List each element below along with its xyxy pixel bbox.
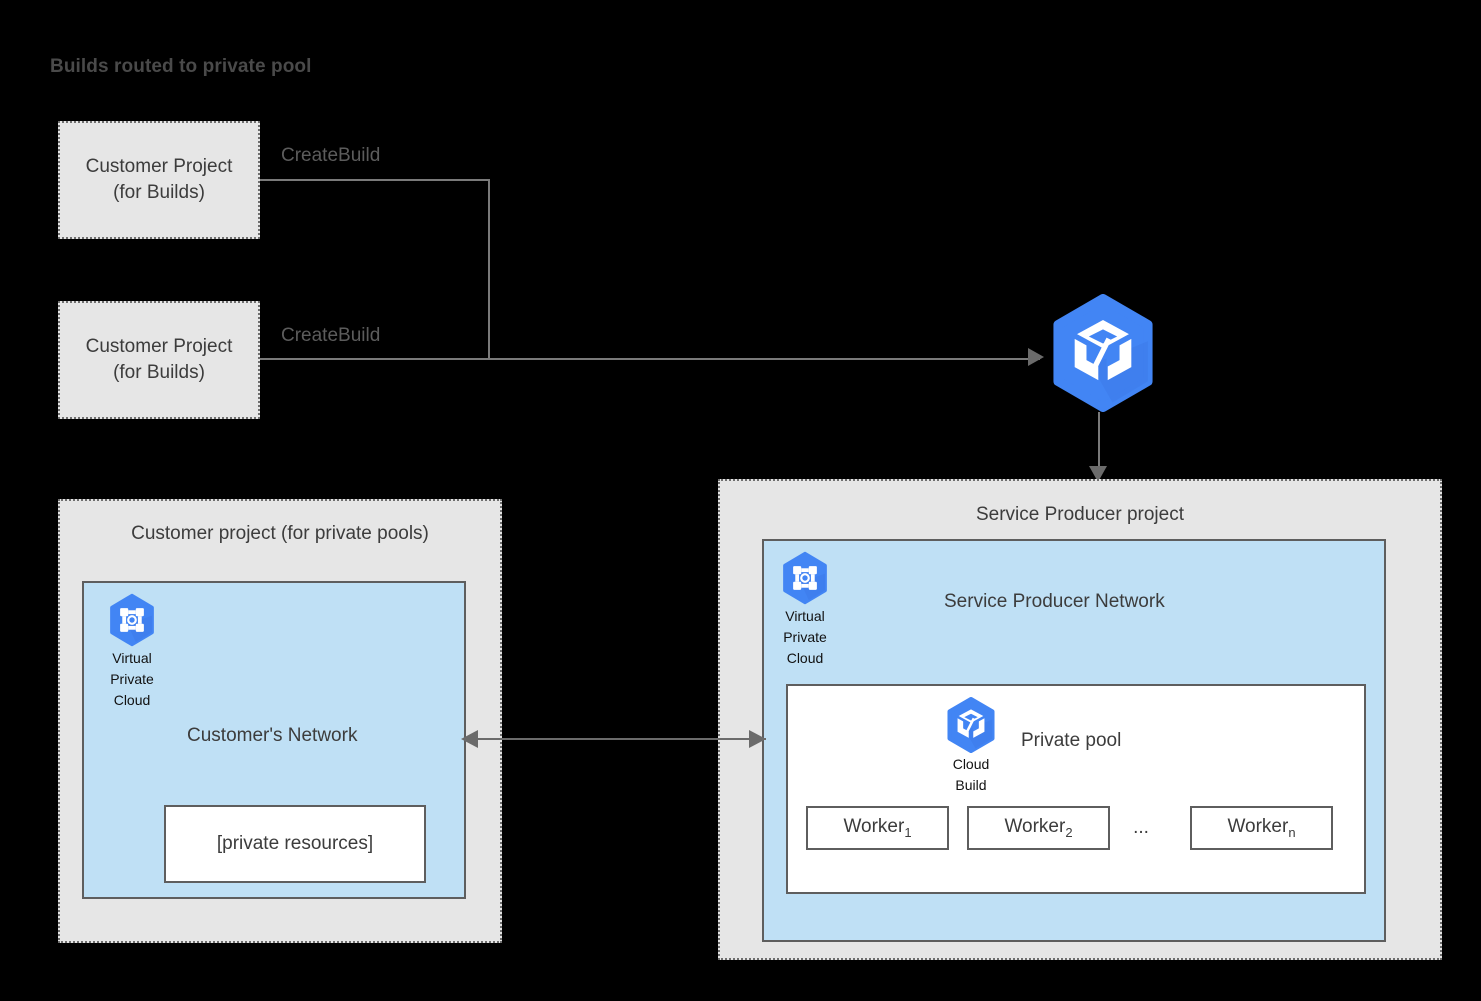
worker-2-label: Worker [1004, 816, 1066, 838]
worker-list: Worker1 Worker2 ... Workern [806, 806, 1354, 850]
connector-networks-peering [478, 738, 766, 740]
customers-network-box: Virtual Private Cloud Customer's Network… [82, 581, 466, 899]
private-resources-box[interactable]: [private resources] [164, 805, 426, 883]
cloud-build-icon [1044, 294, 1162, 412]
virtual-private-cloud-icon [783, 551, 827, 605]
createbuild-edge-label-2: CreateBuild [281, 325, 381, 346]
worker-ellipsis: ... [1133, 817, 1149, 838]
customer-vpc-group: Virtual Private Cloud [96, 593, 168, 711]
cloud-build-caption: Cloud Build [952, 756, 990, 793]
customer-private-pools-project-panel: Customer project (for private pools) [58, 499, 502, 943]
worker-n-subscript: n [1288, 824, 1296, 840]
customer-build-project-2-label: Customer Project (for Builds) [85, 336, 233, 383]
page-title: Builds routed to private pool [50, 56, 312, 77]
arrowhead-right-icon [749, 730, 766, 748]
customers-network-title: Customer's Network [187, 725, 358, 746]
connector-createbuild-2-horizontal [260, 358, 1040, 360]
worker-2-subscript: 2 [1065, 824, 1073, 840]
service-producer-network-box: Virtual Private Cloud Service Producer N… [762, 539, 1386, 942]
virtual-private-cloud-icon [110, 593, 154, 647]
customer-build-project-1-label: Customer Project (for Builds) [85, 156, 233, 203]
connector-cloud-build-to-producer [1098, 412, 1100, 472]
arrowhead-left-icon [461, 730, 478, 748]
createbuild-edge-label-1: CreateBuild [281, 145, 381, 166]
worker-box-n[interactable]: Workern [1190, 806, 1333, 850]
worker-1-subscript: 1 [904, 824, 912, 840]
customer-project-title: Customer project (for private pools) [131, 523, 429, 544]
private-pool-box: Cloud Build Private pool Worker1 Worker2… [786, 684, 1366, 894]
service-producer-network-title: Service Producer Network [944, 591, 1165, 612]
worker-box-1[interactable]: Worker1 [806, 806, 949, 850]
worker-box-2[interactable]: Worker2 [967, 806, 1110, 850]
customer-build-project-1[interactable]: Customer Project (for Builds) [58, 121, 260, 239]
worker-1-label: Worker [843, 816, 905, 838]
producer-vpc-group: Virtual Private Cloud [769, 551, 841, 669]
connector-createbuild-1-horizontal [260, 179, 490, 181]
worker-n-label: Worker [1227, 816, 1289, 838]
cloud-build-icon [947, 697, 995, 753]
private-pool-title: Private pool [1021, 730, 1122, 751]
connector-createbuild-1-vertical [488, 179, 490, 359]
service-producer-project-title: Service Producer project [975, 504, 1185, 525]
customer-build-project-2[interactable]: Customer Project (for Builds) [58, 301, 260, 419]
arrowhead-down-icon [1089, 466, 1107, 482]
customer-vpc-caption: Virtual Private Cloud [110, 650, 154, 708]
arrowhead-to-cloud-build-icon [1028, 348, 1044, 366]
cloud-build-group: Cloud Build [933, 697, 1009, 796]
service-producer-project-panel: Service Producer project [718, 479, 1442, 960]
producer-vpc-caption: Virtual Private Cloud [783, 608, 827, 666]
private-resources-label: [private resources] [216, 833, 374, 854]
